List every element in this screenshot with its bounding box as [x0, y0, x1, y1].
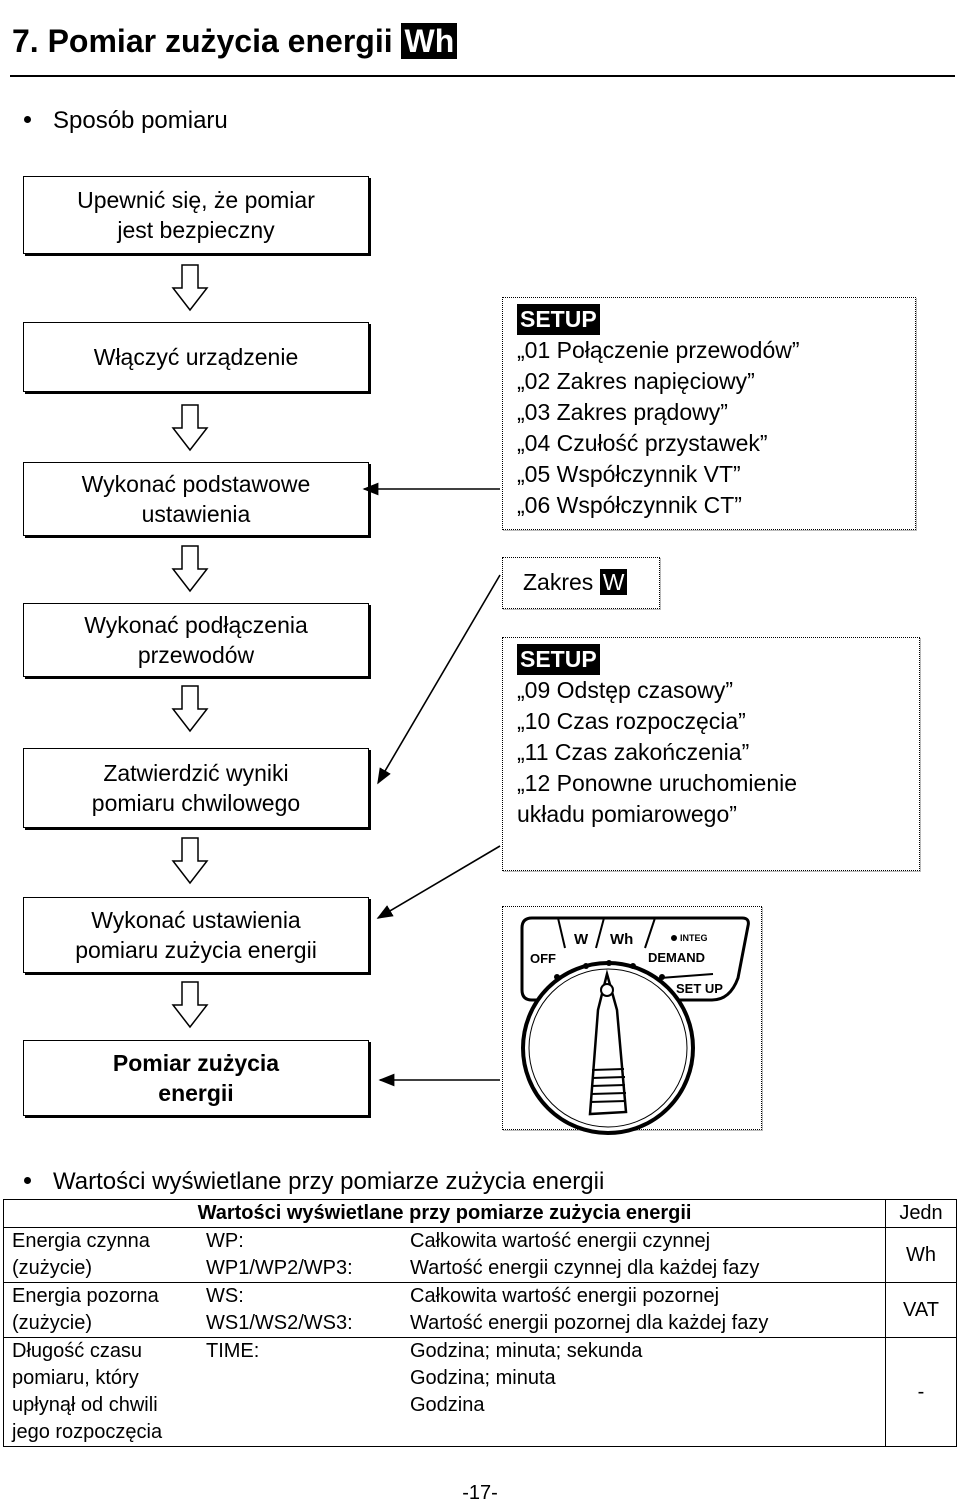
table-row: Energia pozorna(zużycie) WS:Całkowita wa…: [3, 1282, 957, 1338]
page-title: 7. Pomiar zużycia energii Wh: [12, 18, 458, 64]
title-badge: Wh: [401, 23, 458, 59]
down-arrow-icon: [171, 981, 209, 1029]
table-unit-header: Jedn: [885, 1199, 957, 1228]
connector-range-to-step5: [377, 574, 501, 785]
connector-arrows: [362, 482, 501, 1087]
down-arrow-icons: [171, 264, 209, 1029]
down-arrow-icon: [171, 404, 209, 452]
dial-label-integ: INTEG: [680, 933, 708, 943]
table-unit: VAT: [885, 1282, 957, 1338]
setup-energy-box: SETUP „09 Odstęp czasowy” „10 Czas rozpo…: [502, 637, 920, 871]
range-badge: W: [599, 569, 628, 595]
flow-step-2: Włączyć urządzenie: [23, 322, 369, 392]
page-number: -17-: [462, 1482, 498, 1504]
table-row: Energia czynna(zużycie) WP:Całkowita war…: [3, 1227, 957, 1283]
setup-item: „01 Połączenie przewodów”: [517, 337, 800, 363]
bullet-icon: [24, 116, 31, 124]
bullet-method: Sposób pomiaru: [24, 106, 228, 136]
bullet-values: Wartości wyświetlane przy pomiarze zużyc…: [24, 1167, 604, 1197]
setup-item: układu pomiarowego”: [517, 801, 737, 827]
down-arrow-icon: [171, 837, 209, 885]
setup-item: „02 Zakres napięciowy”: [517, 368, 755, 394]
energy-values-table: Wartości wyświetlane przy pomiarze zużyc…: [3, 1199, 957, 1447]
table-header: Wartości wyświetlane przy pomiarze zużyc…: [3, 1199, 886, 1228]
table-header-row: Wartości wyświetlane przy pomiarze zużyc…: [3, 1199, 957, 1228]
dial-label-demand: DEMAND: [648, 950, 705, 965]
setup-basic-box: SETUP „01 Połączenie przewodów” „02 Zakr…: [502, 297, 916, 530]
connector-setup2-to-step6: [376, 845, 501, 919]
table-unit: -: [885, 1337, 957, 1447]
bullet-icon: [24, 1177, 31, 1185]
setup-item: „05 Współczynnik VT”: [517, 461, 741, 487]
setup-item: „04 Czułość przystawek”: [517, 430, 768, 456]
setup-header: SETUP: [517, 644, 600, 675]
setup-item: „09 Odstęp czasowy”: [517, 677, 734, 703]
dial-label-w: W: [574, 931, 589, 948]
down-arrow-icon: [171, 545, 209, 593]
setup-item: „03 Zakres prądowy”: [517, 399, 728, 425]
setup-item: „10 Czas rozpoczęcia”: [517, 708, 746, 734]
setup-item: „06 Współczynnik CT”: [517, 492, 742, 518]
dial-label-wh: Wh: [610, 931, 633, 948]
dial-label-setup: SET UP: [676, 981, 723, 996]
table-unit: Wh: [885, 1227, 957, 1283]
down-arrow-icon: [171, 685, 209, 733]
range-box: Zakres W: [502, 557, 660, 609]
dial-label-off: OFF: [530, 951, 556, 966]
setup-header: SETUP: [517, 304, 600, 335]
setup-item: „11 Czas zakończenia”: [517, 739, 750, 765]
setup-item: „12 Ponowne uruchomienie: [517, 770, 798, 796]
down-arrow-icon: [171, 264, 209, 312]
rotary-dial-icon: OFF W Wh INTEG DEMAND SET UP: [520, 916, 750, 1135]
title-rule: [10, 75, 955, 77]
